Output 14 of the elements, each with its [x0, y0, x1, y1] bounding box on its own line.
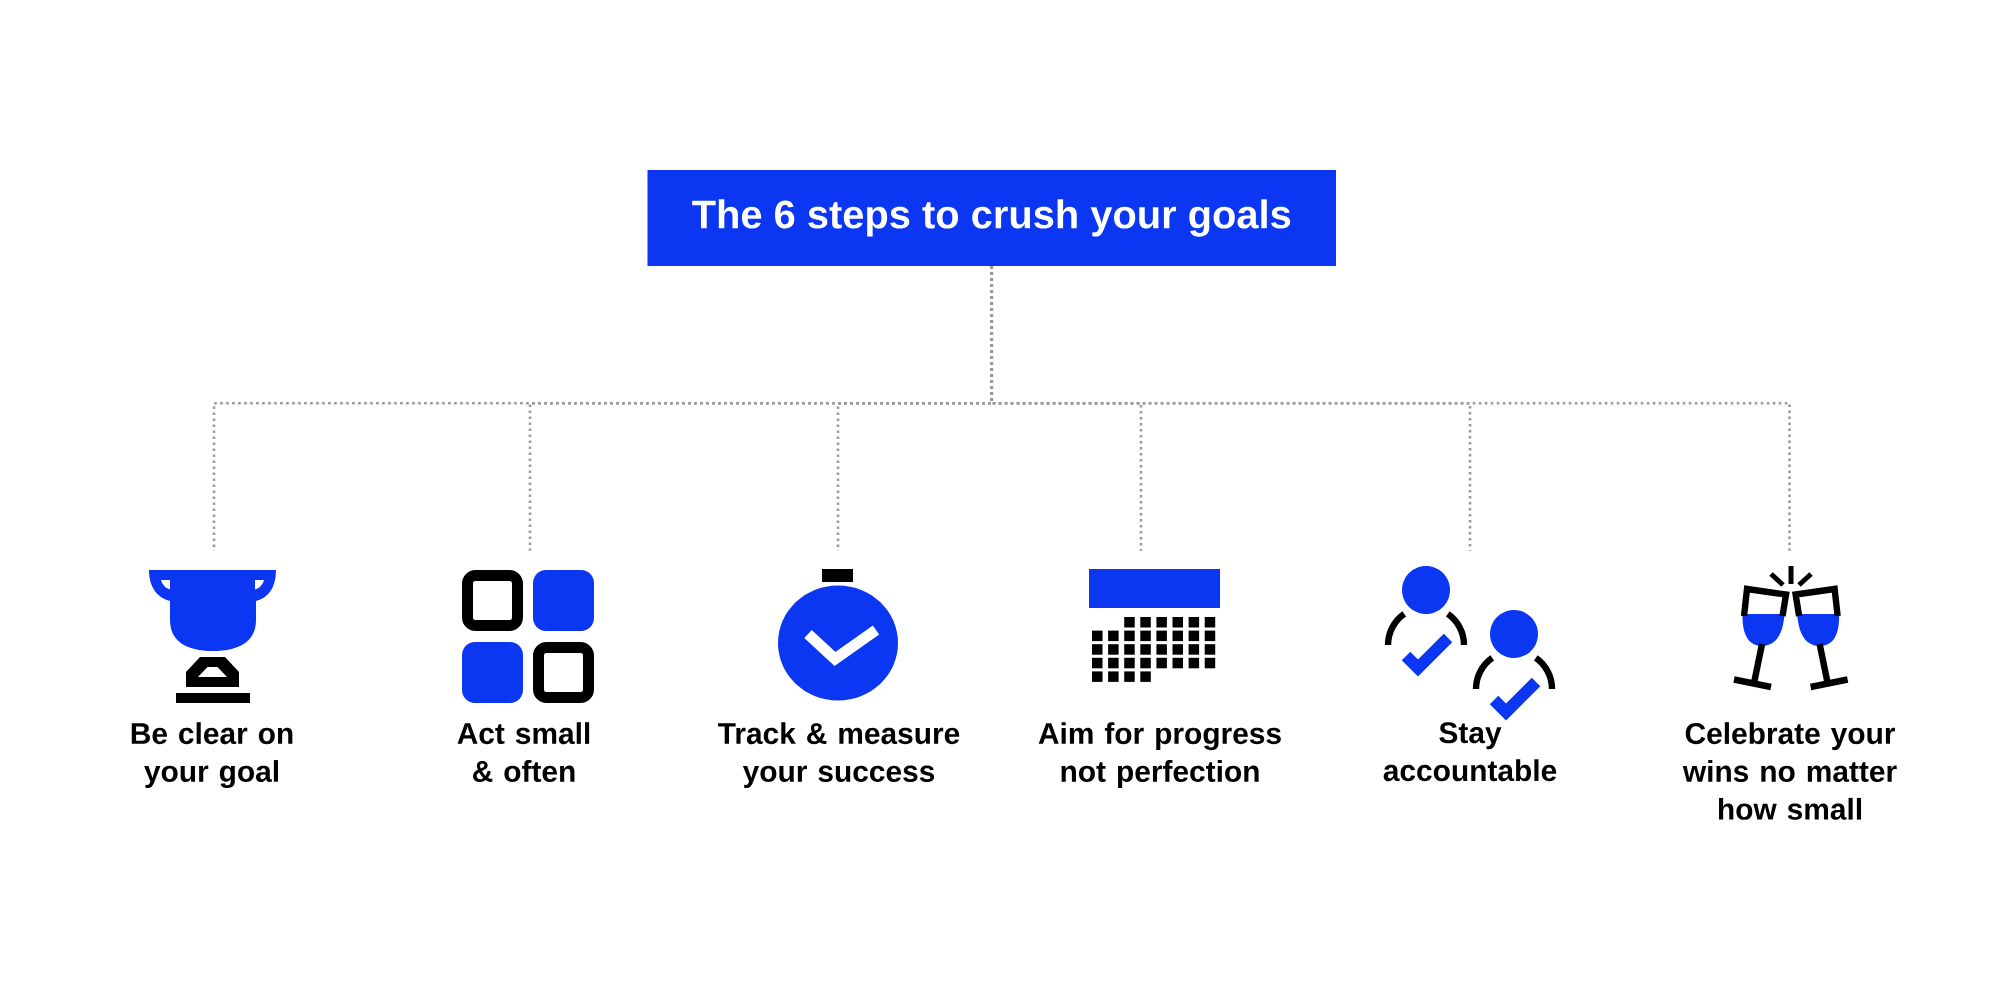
trophy-icon [149, 570, 276, 703]
step-label: Act small & often [457, 722, 590, 782]
stopwatch-icon [778, 569, 898, 701]
title-box: The 6 steps to crush your goals [647, 170, 1336, 266]
step-label: Be clear on your goal [131, 722, 293, 789]
people-check-icon [1384, 566, 1556, 721]
glasses-icon [1733, 563, 1849, 691]
step-label: Stay accountable [1383, 722, 1557, 782]
step-label: Celebrate your wins no matter how small [1682, 722, 1897, 820]
calendar-icon [1089, 569, 1220, 682]
connector-line [990, 266, 1791, 551]
step-label: Aim for progress not perfection [1038, 722, 1281, 788]
squares-icon [462, 570, 594, 703]
step-label: Track & measure your success [718, 722, 960, 788]
